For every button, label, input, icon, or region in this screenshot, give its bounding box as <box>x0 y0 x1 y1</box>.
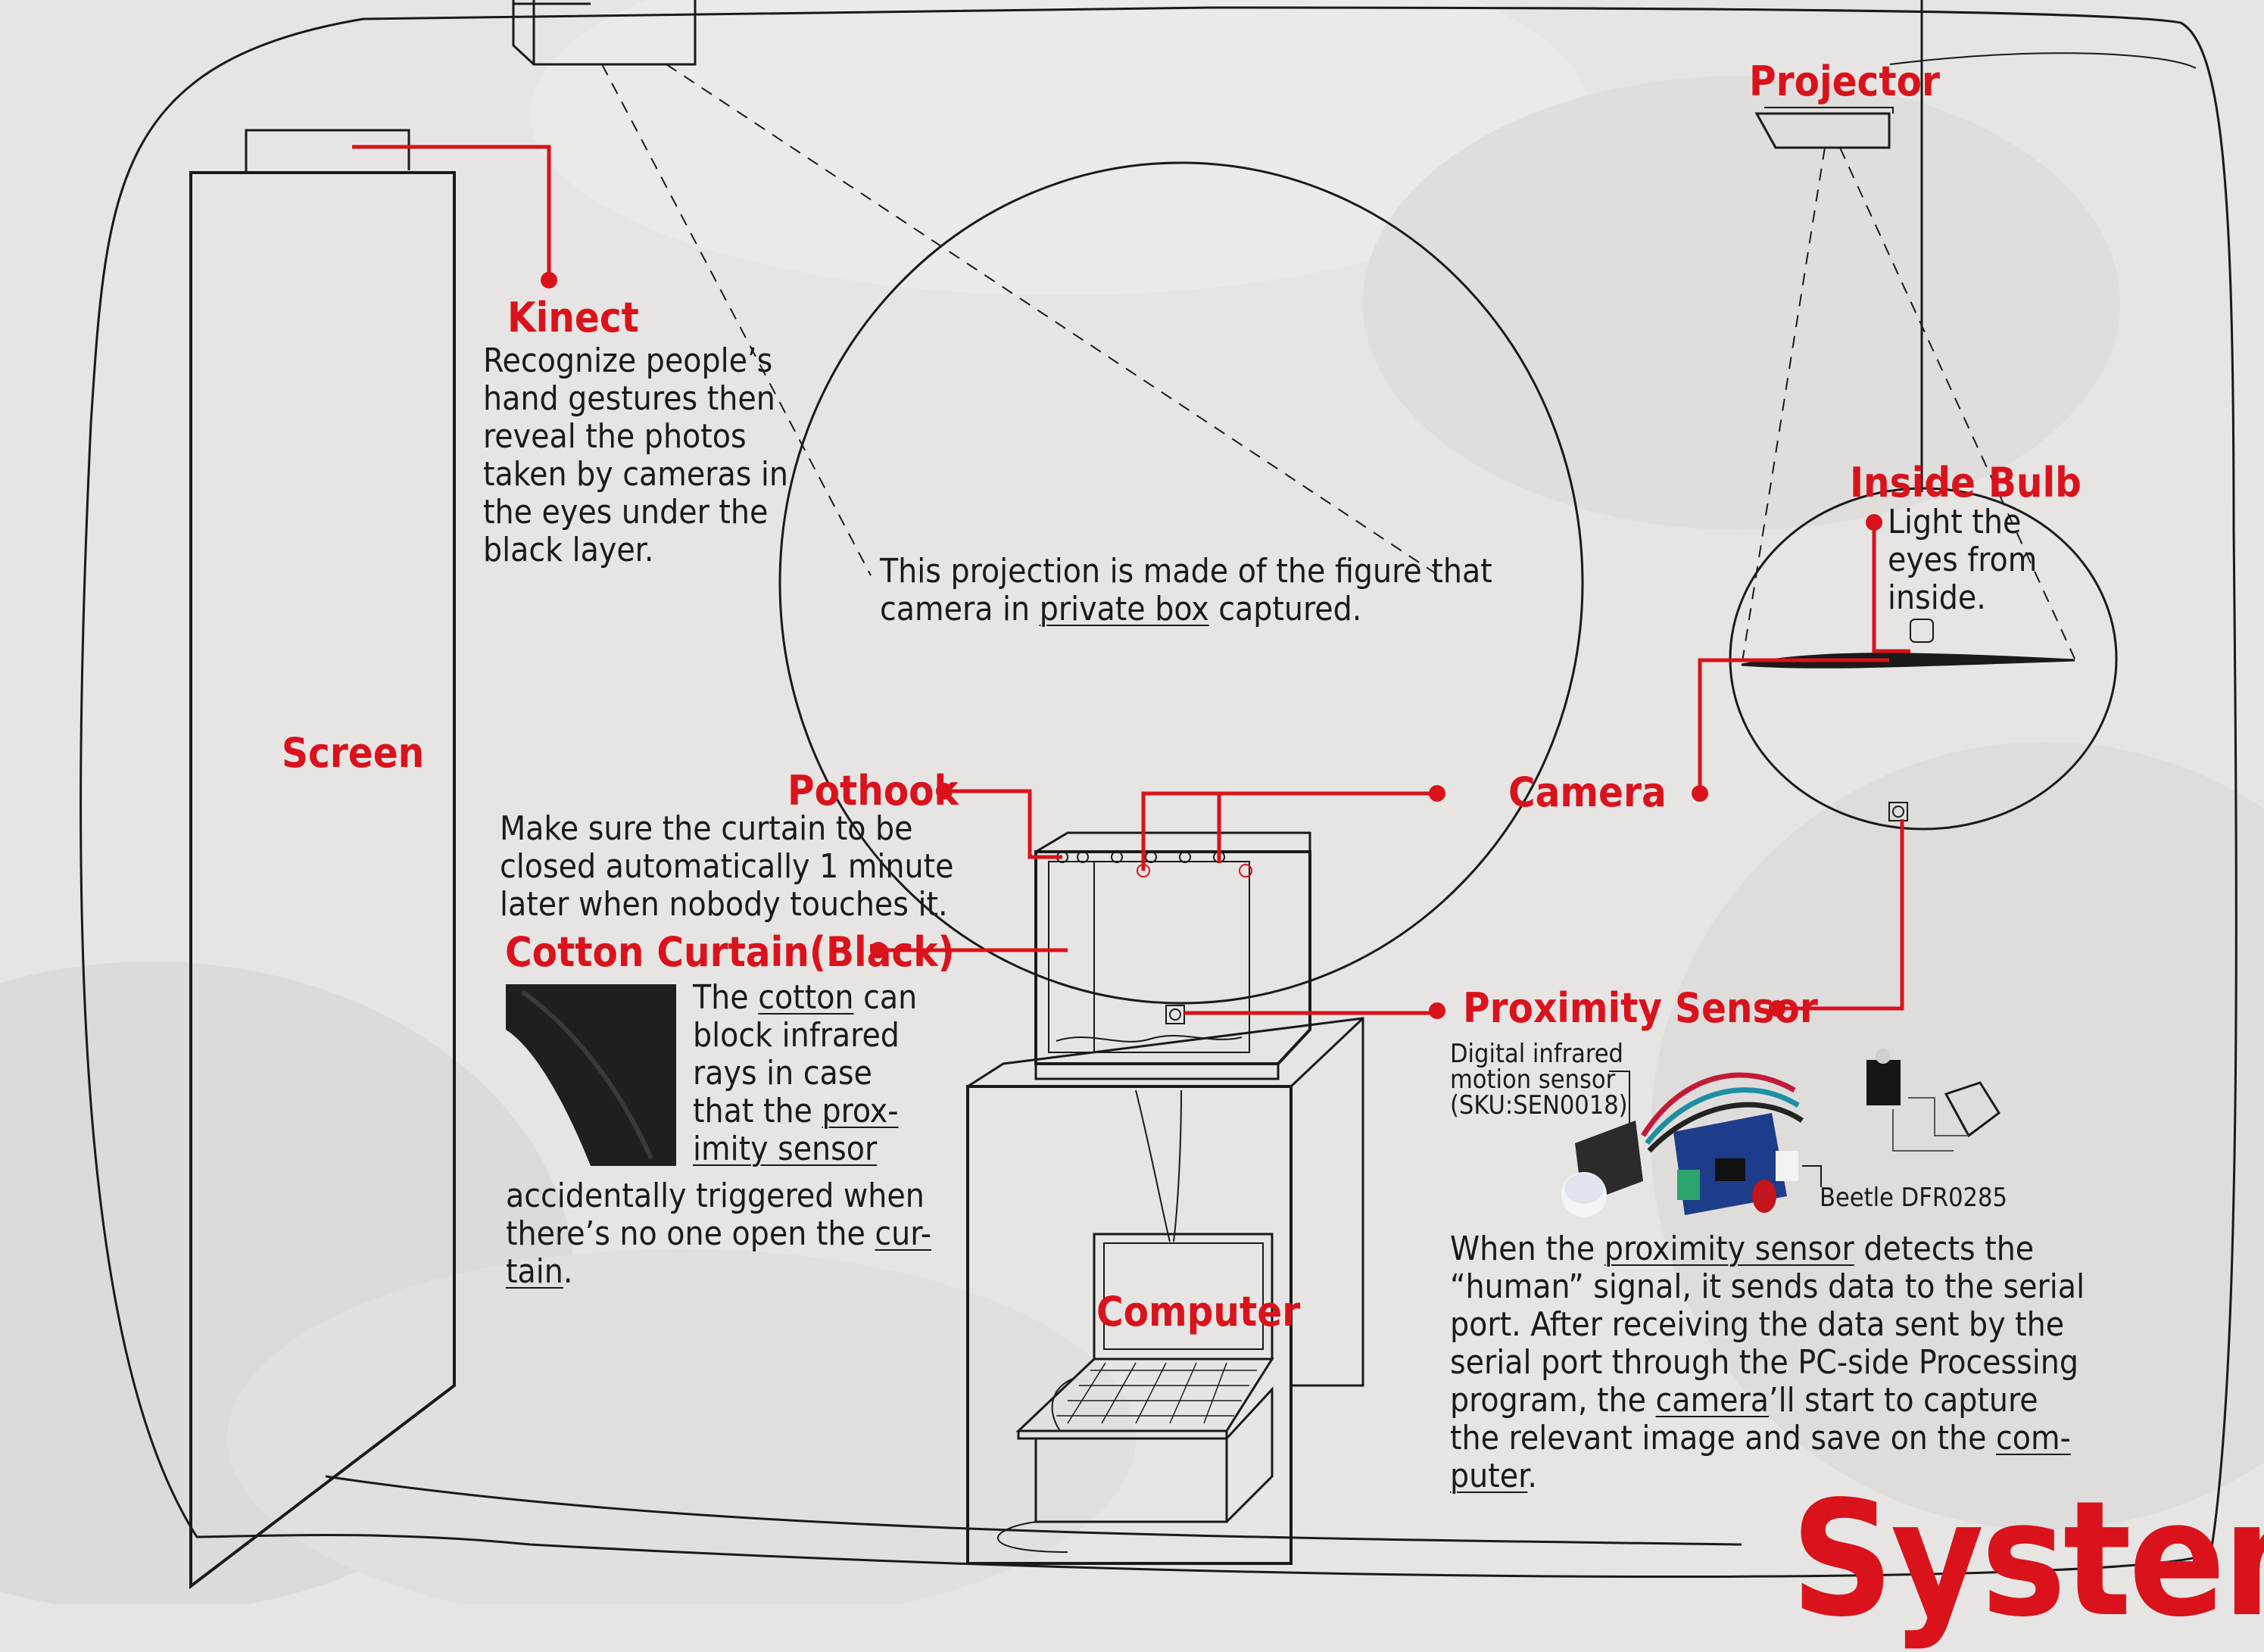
pothook-description: Make sure the curtain to be closed autom… <box>500 810 909 924</box>
pothook-label: Pothook <box>787 768 959 814</box>
sensor-caption: Digital infrared motion sensor (SKU:SEN0… <box>1450 1041 1628 1118</box>
page-title: System <box>1791 1480 2264 1639</box>
computer-case <box>1036 1438 1227 1522</box>
projector-label: Projector <box>1749 59 1940 104</box>
cotton-description-bottom: accidentally triggered when there’s no o… <box>506 1177 931 1291</box>
top-projector-box <box>513 0 695 64</box>
bulb-sensor <box>1889 803 1907 821</box>
camera-label: Camera <box>1508 770 1667 815</box>
kinect-description: Recognize people’s hand gestures then re… <box>483 342 788 569</box>
proximity-sensor-label: Proximity Sensor <box>1463 986 1818 1031</box>
private-box <box>1036 852 1310 1064</box>
screen-label: Screen <box>282 731 424 776</box>
projector-right <box>1757 114 1889 148</box>
bulb-cone-left <box>1742 148 1825 666</box>
cotton-swatch <box>506 984 676 1166</box>
screen-panel <box>191 173 454 1586</box>
cotton-description-top: The cotton can block infrared rays in ca… <box>693 979 917 1168</box>
kinect-label: Kinect <box>507 295 639 341</box>
bulb-light <box>1910 619 1933 642</box>
box-proximity-sensor <box>1166 1005 1184 1024</box>
beetle-caption: Beetle DFR0285 <box>1820 1185 2007 1211</box>
inside-bulb-label: Inside Bulb <box>1850 460 2082 506</box>
bulb-description: Light the eyes from inside. <box>1888 503 2037 617</box>
pothooks <box>1057 852 1224 862</box>
cotton-curtain-label: Cotton Curtain(Black) <box>505 930 955 975</box>
proximity-description: When the proximity sensor detects the “h… <box>1450 1230 2085 1495</box>
kinect-device <box>246 130 409 170</box>
projection-description: This projection is made of the figure th… <box>880 553 1492 628</box>
computer-label: Computer <box>1096 1289 1300 1335</box>
